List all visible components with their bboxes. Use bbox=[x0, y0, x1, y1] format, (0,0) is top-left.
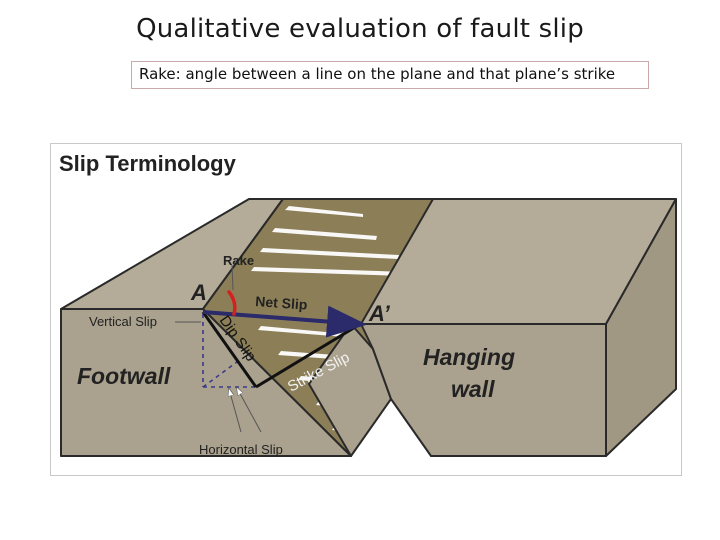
net-slip-label: Net Slip bbox=[255, 293, 308, 313]
hanging-wall-label-line1: Hanging bbox=[423, 344, 515, 370]
fault-block-diagram: Slip Terminology Rake A A’ Net Slip Vert… bbox=[59, 151, 677, 457]
point-a-prime-label: A’ bbox=[368, 301, 391, 326]
rake-label: Rake bbox=[223, 253, 254, 268]
point-a-label: A bbox=[190, 280, 207, 305]
slip-terminology-figure: Slip Terminology Rake A A’ Net Slip Vert… bbox=[50, 143, 682, 476]
hanging-wall-side-face bbox=[308, 323, 392, 457]
vertical-slip-label: Vertical Slip bbox=[89, 314, 157, 329]
net-slip-arrow bbox=[202, 305, 367, 338]
rake-arc bbox=[227, 290, 237, 316]
horizontal-slip-label: Horizontal Slip bbox=[199, 442, 283, 457]
rake-definition-box: Rake: angle between a line on the plane … bbox=[131, 61, 649, 89]
hanging-wall-label-line2: wall bbox=[451, 376, 495, 402]
slip-construction-lines bbox=[202, 314, 256, 388]
slide-title: Qualitative evaluation of fault slip bbox=[136, 14, 584, 44]
figure-heading: Slip Terminology bbox=[59, 151, 237, 176]
footwall-label: Footwall bbox=[77, 363, 171, 389]
dip-slip-line bbox=[201, 311, 258, 388]
leader-lines bbox=[175, 264, 262, 433]
hanging-wall-right-face bbox=[605, 198, 677, 457]
